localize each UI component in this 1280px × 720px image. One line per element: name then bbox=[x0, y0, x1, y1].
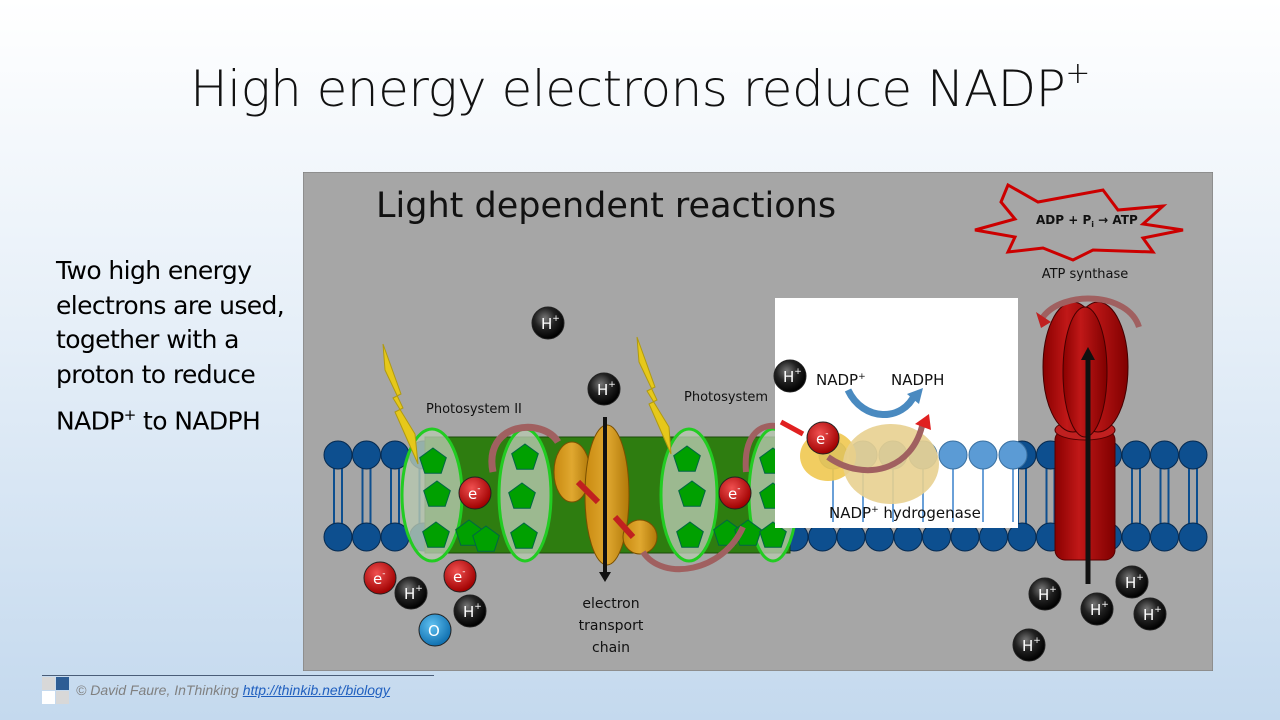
chlorophyll-pentagon bbox=[759, 521, 787, 548]
proton-h-plus: H+ bbox=[1028, 577, 1062, 611]
slide-footer: © David Faure, InThinking http://thinkib… bbox=[42, 675, 434, 705]
nadp-reductase-inset: NADP+ NADPH NADP+ hydrogenase bbox=[775, 298, 1028, 528]
body-paragraph-nadp: NADP+ to NADPH bbox=[56, 406, 261, 436]
proton-h-plus: H+ bbox=[1115, 565, 1149, 599]
light-dependent-reactions-diagram: Light dependent reactions Photosystem II… bbox=[303, 172, 1213, 671]
chlorophyll-pentagon bbox=[678, 480, 706, 507]
chlorophyll-pentagon bbox=[508, 482, 536, 509]
electron-e-minus: e- bbox=[443, 559, 477, 593]
chlorophyll-pentagon bbox=[511, 443, 539, 470]
proton-h-plus: H+ bbox=[394, 576, 428, 610]
proton-h-plus: H+ bbox=[453, 594, 487, 628]
slide-body-text: Two high energy electrons are used, toge… bbox=[56, 254, 296, 445]
atp-synthase-label: ATP synthase bbox=[1042, 267, 1129, 282]
atp-star-badge: ADP + Pi → ATP bbox=[974, 182, 1184, 262]
photosystem-2-label: Photosystem II bbox=[426, 402, 522, 417]
svg-text:O: O bbox=[428, 622, 440, 640]
nadp-label: NADP+ bbox=[816, 371, 866, 389]
diagram-heading: Light dependent reactions bbox=[376, 186, 836, 226]
chlorophyll-pentagon bbox=[423, 480, 451, 507]
proton-h-plus: H+ bbox=[587, 372, 621, 406]
chlorophyll-pentagon bbox=[422, 521, 450, 548]
etc-label: electron transport chain bbox=[579, 596, 644, 656]
chlorophyll-pentagon bbox=[510, 522, 538, 549]
copyright-credit: © David Faure, InThinking http://thinkib… bbox=[76, 682, 390, 698]
nadp-hydrogenase-label: NADP+ hydrogenase bbox=[829, 504, 981, 522]
footer-divider bbox=[42, 675, 434, 676]
light-bolt-icon bbox=[636, 336, 672, 455]
oxygen-atom: O bbox=[418, 613, 452, 647]
electron-e-minus: e- bbox=[458, 476, 492, 510]
photosystem-1-label: Photosystem bbox=[684, 390, 768, 405]
svg-text:chain: chain bbox=[592, 640, 630, 656]
electron-e-minus: e- bbox=[363, 561, 397, 595]
chlorophyll-pentagon bbox=[472, 525, 500, 552]
light-bolt-icon bbox=[382, 343, 419, 465]
electron-e-minus: e- bbox=[806, 421, 840, 455]
proton-h-plus: H+ bbox=[773, 359, 807, 393]
inthinking-logo bbox=[42, 677, 70, 705]
chlorophyll-pentagon bbox=[676, 521, 704, 548]
proton-h-plus: H+ bbox=[1080, 592, 1114, 626]
proton-h-plus: H+ bbox=[531, 306, 565, 340]
chlorophyll-pentagon bbox=[673, 445, 701, 472]
svg-text:ADP + Pi → ATP: ADP + Pi → ATP bbox=[1036, 213, 1138, 229]
electron-e-minus: e- bbox=[718, 476, 752, 510]
slide-title: High energy electrons reduce NADP+ bbox=[190, 56, 1090, 118]
body-paragraph: Two high energy electrons are used, toge… bbox=[56, 256, 285, 389]
nadph-label: NADPH bbox=[891, 371, 944, 389]
chlorophyll-pentagons bbox=[419, 443, 787, 552]
chlorophyll-pentagon bbox=[419, 447, 447, 474]
proton-h-plus: H+ bbox=[1133, 597, 1167, 631]
svg-text:electron: electron bbox=[582, 596, 639, 612]
thinkib-link[interactable]: http://thinkib.net/biology bbox=[242, 682, 390, 698]
svg-text:transport: transport bbox=[579, 618, 644, 634]
proton-h-plus: H+ bbox=[1012, 628, 1046, 662]
atp-synthase bbox=[1036, 295, 1142, 584]
